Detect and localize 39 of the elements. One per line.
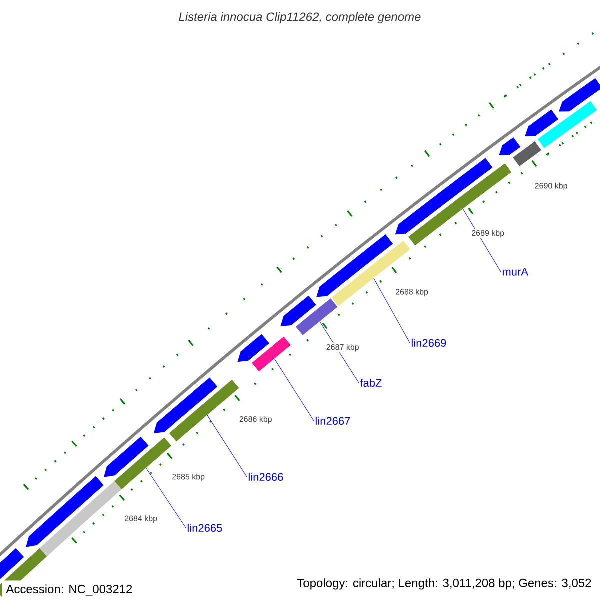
gene-label: lin2666	[248, 472, 284, 482]
tick-label: 2684 kbp	[124, 514, 159, 524]
gene-label: lin2667	[316, 416, 350, 426]
tick-label: 2685 kbp	[171, 472, 206, 482]
gene-block	[280, 296, 316, 327]
genome-info-text: Topology: circular; Length: 3,011,208 bp; Genes: 3,052	[297, 578, 592, 590]
leader-line	[374, 278, 410, 344]
gene-block	[525, 110, 559, 136]
leader-line	[146, 468, 186, 528]
gene-block	[0, 548, 24, 582]
gene-block	[40, 481, 122, 556]
gene-label: fabZ	[360, 378, 382, 388]
gene-block	[154, 378, 218, 434]
tick-label: 2687 kbp	[325, 343, 360, 353]
gene-block	[316, 234, 394, 298]
gene-block	[408, 164, 512, 246]
gene-block	[252, 336, 291, 372]
tick-label: 2686 kbp	[238, 415, 274, 425]
tick-label: 2688 kbp	[394, 288, 430, 298]
gene-block	[169, 380, 240, 442]
gene-block	[114, 438, 172, 490]
tick-label: 2689 kbp	[470, 229, 506, 239]
accession-text: Accession: NC_003212	[2, 580, 137, 600]
title: Listeria innocua Clip11262, complete genome	[179, 12, 421, 24]
leader-line	[320, 322, 360, 384]
gene-label: lin2665	[188, 524, 222, 532]
gene-label: murA	[502, 268, 528, 276]
gene-block	[104, 436, 149, 478]
gene-block	[499, 137, 521, 156]
leader-line	[207, 415, 248, 478]
gene-block	[559, 78, 600, 112]
gene-block	[513, 142, 542, 167]
gene-block	[296, 298, 338, 336]
gene-block	[538, 101, 598, 148]
gene-block	[26, 476, 104, 548]
tick-label: 2690 kbp	[534, 182, 569, 192]
gene-label: lin2669	[412, 338, 446, 348]
gene-block	[395, 158, 493, 235]
gene-block	[238, 334, 270, 362]
